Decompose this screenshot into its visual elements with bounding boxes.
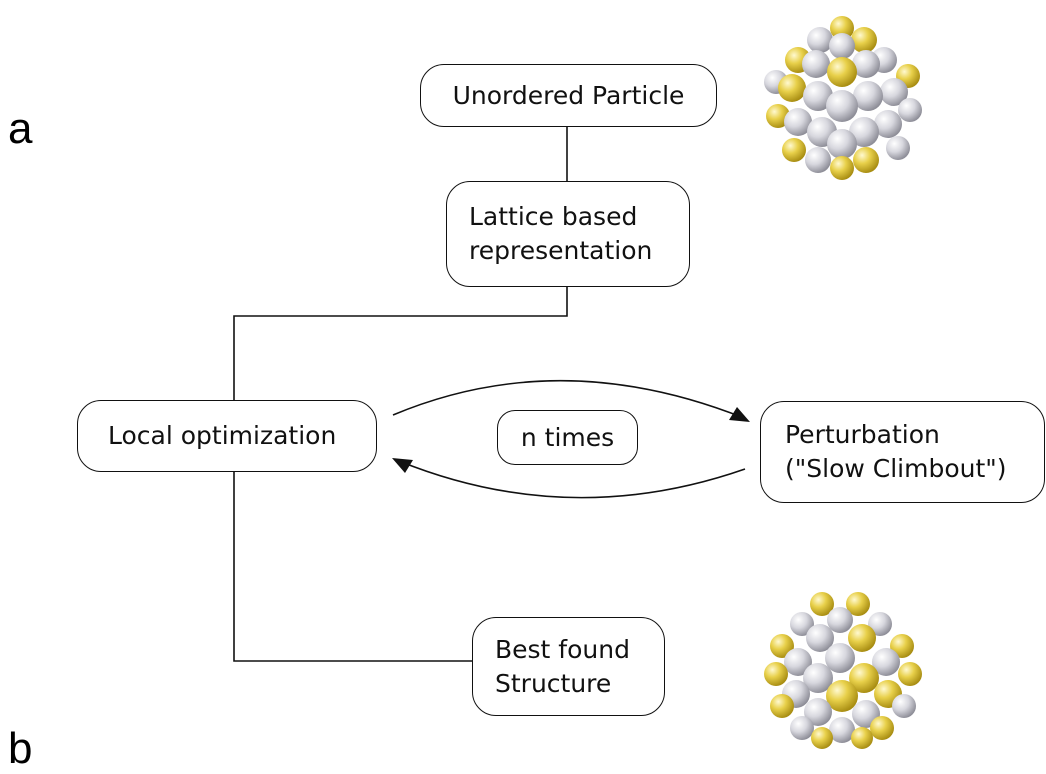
panel-label-b: b [8, 724, 33, 773]
silver-atom [802, 50, 830, 78]
gold-atom [890, 634, 914, 658]
ordered-particle-image [764, 592, 922, 749]
gold-atom [770, 694, 794, 718]
panel-label-a: a [8, 104, 33, 153]
silver-atom [827, 129, 857, 159]
node-n-times: n times [497, 410, 638, 465]
gold-atom [848, 624, 876, 652]
silver-atom [826, 90, 858, 122]
gold-atom [827, 57, 857, 87]
gold-atom [778, 74, 806, 102]
unordered-particle-image [764, 16, 922, 180]
gold-atom [846, 592, 870, 616]
silver-atom [880, 78, 908, 106]
silver-atom [807, 27, 833, 53]
silver-atom [806, 624, 834, 652]
silver-atom [852, 50, 880, 78]
gold-atom [851, 27, 877, 53]
silver-atom [874, 110, 902, 138]
node-n-times-label: n times [520, 422, 615, 452]
silver-atom [790, 716, 814, 740]
node-perturbation: Perturbation ("Slow Climbout") [760, 401, 1045, 503]
silver-atom [886, 136, 910, 160]
silver-atom [829, 33, 855, 59]
node-local-optimization: Local optimization [77, 400, 377, 472]
silver-atom [784, 108, 812, 136]
silver-atom [829, 717, 855, 743]
node-lattice-representation-label: Lattice based representation [469, 202, 653, 265]
gold-atom [810, 592, 834, 616]
gold-atom [849, 663, 879, 693]
silver-atom [868, 612, 892, 636]
node-lattice-representation: Lattice based representation [446, 181, 690, 287]
gold-atom [830, 16, 854, 40]
arc-to-local [398, 460, 746, 499]
silver-atom [853, 81, 883, 111]
node-unordered-particle-label: Unordered Particle [452, 80, 685, 110]
silver-atom [827, 607, 853, 633]
gold-atom [898, 662, 922, 686]
arrowhead-right [729, 407, 750, 422]
connector-lattice-local [233, 287, 568, 400]
node-unordered-particle: Unordered Particle [420, 64, 717, 127]
gold-atom [826, 680, 858, 712]
node-best-found-structure: Best found Structure [472, 617, 665, 716]
gold-atom [851, 727, 873, 749]
gold-atom [782, 138, 806, 162]
silver-atom [892, 694, 916, 718]
silver-atom [784, 648, 812, 676]
silver-atom [872, 648, 900, 676]
silver-atom [790, 612, 814, 636]
silver-atom [825, 643, 855, 673]
arc-to-perturbation [392, 379, 745, 419]
node-best-found-structure-label: Best found Structure [495, 634, 630, 698]
arrowhead-left [392, 458, 413, 473]
gold-atom [870, 716, 894, 740]
silver-atom [849, 117, 879, 147]
gold-atom [764, 662, 788, 686]
silver-atom [805, 147, 831, 173]
silver-atom [898, 98, 922, 122]
gold-atom [770, 634, 794, 658]
gold-atom [830, 156, 854, 180]
gold-atom [811, 727, 833, 749]
silver-atom [804, 698, 832, 726]
node-perturbation-label: Perturbation ("Slow Climbout") [785, 420, 1007, 483]
node-local-optimization-label: Local optimization [108, 421, 337, 450]
silver-atom [803, 663, 833, 693]
connector-local-best [233, 472, 472, 662]
silver-atom [803, 81, 833, 111]
gold-atom [853, 147, 879, 173]
